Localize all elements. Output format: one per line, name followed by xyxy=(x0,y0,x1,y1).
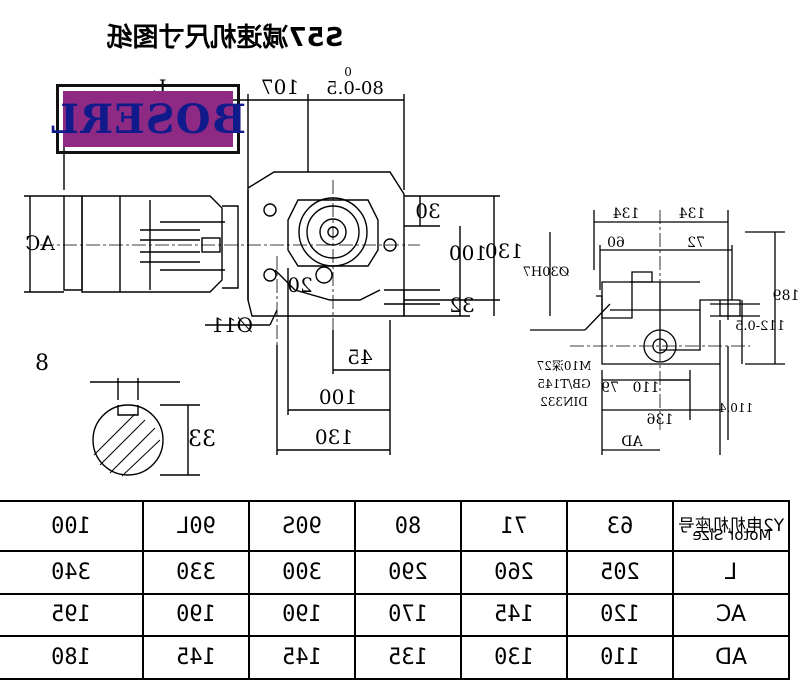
table-cell: 90S xyxy=(249,501,355,551)
front-view-labels: 134 134 60 72 Ø30H7 M10深27 GB/T145 DIN33… xyxy=(523,206,800,450)
table-cell: 190 xyxy=(249,593,355,637)
dim-72: 72 xyxy=(687,235,705,251)
dim-80-tolerance: 0 xyxy=(344,65,352,79)
table-cell: 100 xyxy=(0,501,143,551)
table-cell: 90L xyxy=(143,501,249,551)
key-width-8: 8 xyxy=(35,351,49,376)
table-row-AC: AC 120 145 170 190 190 195 xyxy=(0,593,789,637)
dim-134-left: 134 xyxy=(613,206,640,222)
shaft-key-section xyxy=(90,378,200,477)
dim-189: 189 xyxy=(773,288,800,304)
dim-130-horizontal: 130 xyxy=(315,425,353,449)
dim-AD: AD xyxy=(621,434,643,450)
dim-phi11: Ø11 xyxy=(211,313,253,337)
dim-100-horizontal: 100 xyxy=(319,385,357,409)
dim-130-vertical: 130 xyxy=(485,239,523,263)
motor-body xyxy=(81,195,223,293)
dim-30: 30 xyxy=(415,199,440,223)
dim-107: 107 xyxy=(261,75,299,99)
front-view xyxy=(530,210,785,455)
brand-name: BOSERL xyxy=(49,95,247,143)
dim-20: 20 xyxy=(287,273,312,297)
side-view-labels: L 107 80-0.5 0 AC 30 100 130 32 20 Ø11 4… xyxy=(25,65,523,449)
table-cell: 205 xyxy=(567,551,673,594)
table-cell: 145 xyxy=(249,636,355,679)
dim-80: 80-0.5 xyxy=(326,78,384,99)
table-cell: 130 xyxy=(461,636,567,679)
table-cell: 135 xyxy=(355,636,461,679)
motor-end-cap xyxy=(63,195,83,291)
table-cell: 195 xyxy=(0,593,143,637)
table-cell: 340 xyxy=(0,551,143,594)
table-cell: 110 xyxy=(567,636,673,679)
dim-32: 32 xyxy=(449,293,474,317)
table-cell: 80 xyxy=(355,501,461,551)
table-cell: AC xyxy=(673,593,789,637)
table-cell: 63 xyxy=(567,501,673,551)
table-header-subtitle: Motor Size xyxy=(692,526,772,544)
motor-size-table: Y2电机机座号 63 71 80 90S 90L 100 L 205 260 2… xyxy=(0,500,790,680)
gearbox-body xyxy=(247,171,405,317)
table-cell: 260 xyxy=(461,551,567,594)
dim-79: 79 xyxy=(601,380,619,396)
bolt-spec-line2: GB/T145 xyxy=(537,377,590,391)
table-row-sizes: Y2电机机座号 63 71 80 90S 90L 100 xyxy=(0,501,789,551)
dim-134-right: 134 xyxy=(679,206,706,222)
table-row-AD: AD 110 130 135 145 145 180 xyxy=(0,636,789,679)
technical-drawing: S57减速机尺寸图纸 xyxy=(24,22,800,477)
key-depth-33: 33 xyxy=(188,427,216,452)
dim-60: 60 xyxy=(607,235,625,251)
table-cell: 330 xyxy=(143,551,249,594)
table-cell: 71 xyxy=(461,501,567,551)
table-cell: AD xyxy=(673,636,789,679)
bolt-spec-line3: DIN332 xyxy=(540,395,588,409)
table-cell: 300 xyxy=(249,551,355,594)
side-view xyxy=(24,94,500,455)
table-cell: 170 xyxy=(355,593,461,637)
table-cell: L xyxy=(673,551,789,594)
table-cell: 190 xyxy=(143,593,249,637)
dim-45: 45 xyxy=(347,345,372,369)
table-row-L: L 205 260 290 300 330 340 xyxy=(0,551,789,594)
dim-110: 110 xyxy=(633,380,660,396)
table-cell: 180 xyxy=(0,636,143,679)
table-cell: 145 xyxy=(143,636,249,679)
dim-136: 136 xyxy=(647,412,674,428)
bolt-spec-line1: M10深27 xyxy=(537,359,592,373)
table-cell: 145 xyxy=(461,593,567,637)
dim-phi30: Ø30H7 xyxy=(523,265,570,280)
table-cell: 290 xyxy=(355,551,461,594)
table-cell: 120 xyxy=(567,593,673,637)
dim-AC: AC xyxy=(25,231,56,255)
dim-112: 112-0.5 xyxy=(735,319,785,334)
dim-110-4: 110.4 xyxy=(718,401,753,415)
drawing-title: S57减速机尺寸图纸 xyxy=(107,22,344,53)
brand-logo: BOSERL xyxy=(50,84,246,154)
dim-100-vertical: 100 xyxy=(449,241,487,265)
